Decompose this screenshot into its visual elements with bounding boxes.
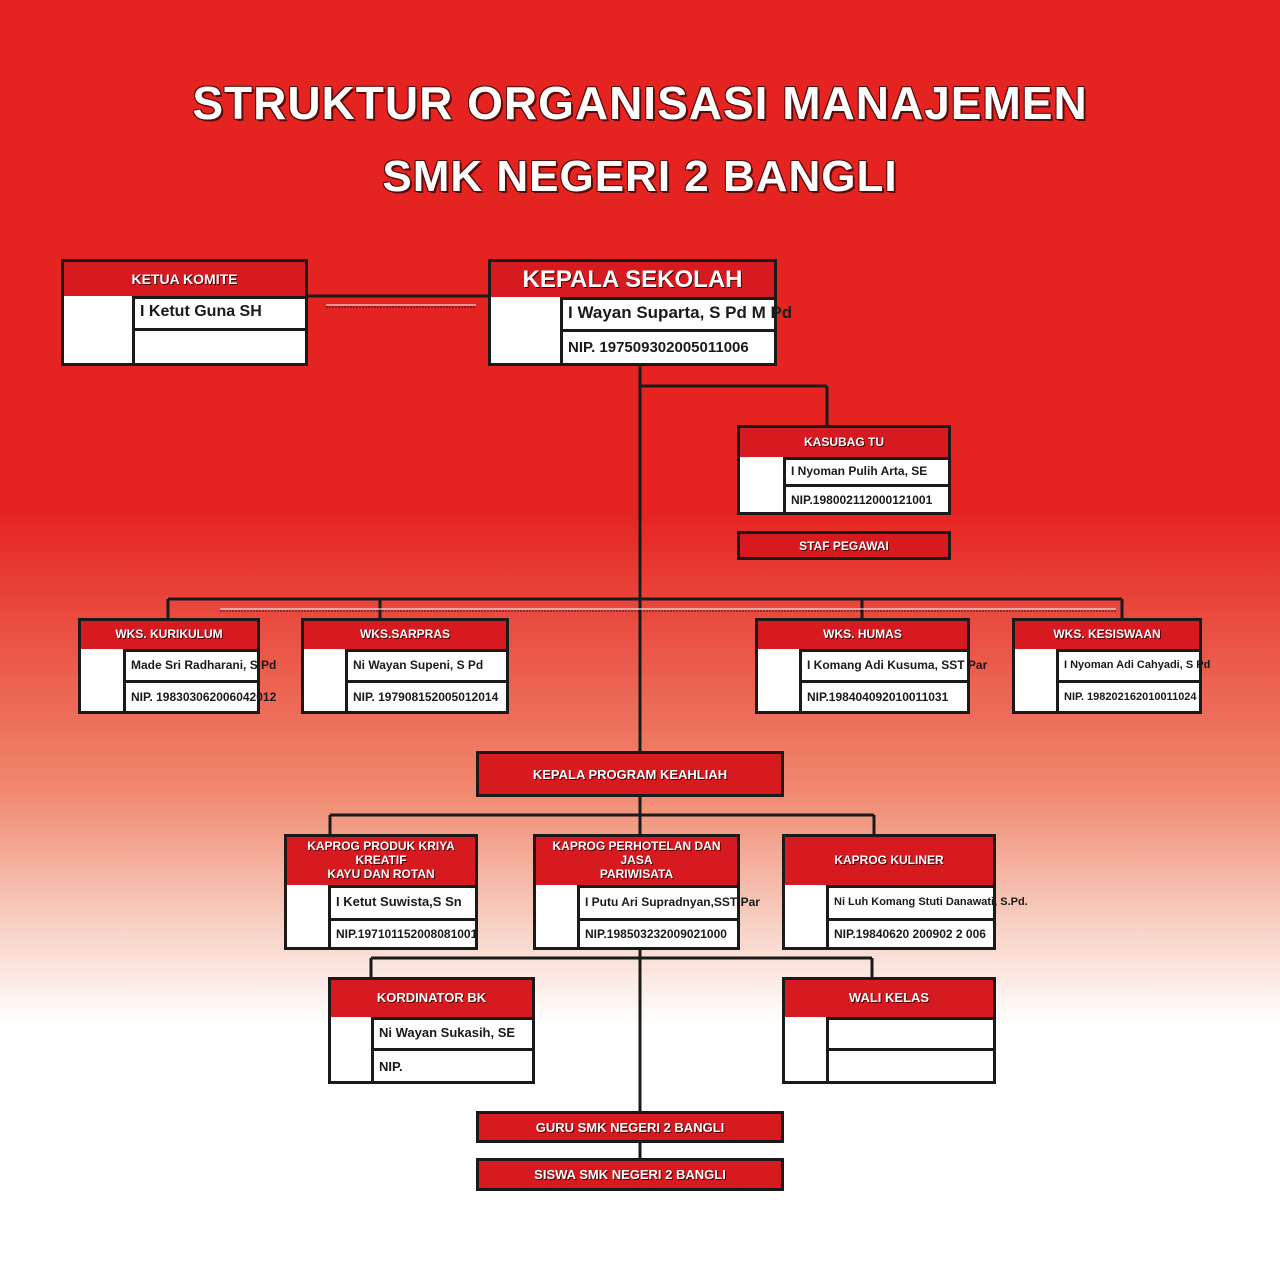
ketua-komite-title: KETUA KOMITE	[64, 262, 305, 299]
wali-kelas-name	[829, 1017, 993, 1051]
wks-sarpras-name: Ni Wayan Supeni, S Pd	[348, 649, 506, 683]
kepala-program-bar: KEPALA PROGRAM KEAHLIAH	[476, 751, 784, 797]
wali-kelas-photo	[785, 1017, 829, 1081]
kaprog-perhotelan-photo	[536, 885, 580, 947]
kaprog-kriya-photo	[287, 885, 331, 947]
kordinator-bk-nip: NIP.	[379, 1058, 403, 1074]
wali-kelas-title: WALI KELAS	[785, 980, 993, 1020]
kaprog-kriya-title: KAPROG PRODUK KRIYA KREATIF KAYU DAN ROT…	[287, 837, 475, 888]
wks-kurikulum-name: Made Sri Radharani, S Pd	[126, 649, 276, 683]
kaprog-kuliner-title: KAPROG KULINER	[785, 837, 993, 888]
kaprog-kuliner-card: KAPROG KULINER Ni Luh Komang Stuti Danaw…	[782, 834, 1028, 950]
wks-sarpras-nip: NIP. 197908152005012014	[353, 690, 499, 704]
kasubag-tu-photo	[740, 457, 786, 512]
kordinator-bk-photo	[331, 1017, 374, 1081]
kaprog-perhotelan-title-line2: PARIWISATA	[599, 866, 674, 881]
kaprog-kriya-title-line2: KAYU DAN ROTAN	[327, 866, 435, 881]
kaprog-perhotelan-card: KAPROG PERHOTELAN DAN JASA PARIWISATA I …	[533, 834, 760, 950]
wks-sarpras-photo	[304, 649, 348, 711]
kasubag-tu-name: I Nyoman Pulih Arta, SE	[786, 457, 948, 487]
wks-sarpras-card: WKS.SARPRAS Ni Wayan Supeni, S Pd NIP. 1…	[301, 618, 509, 714]
kordinator-bk-name: Ni Wayan Sukasih, SE	[374, 1017, 532, 1051]
kaprog-kuliner-title-line1: KAPROG KULINER	[834, 853, 944, 868]
wks-humas-nip: NIP.198404092010011031	[807, 690, 949, 704]
kasubag-tu-nip: NIP.198002112000121001	[791, 492, 933, 507]
wks-humas-photo	[758, 649, 802, 711]
ketua-komite-name: I Ketut Guna SH	[135, 296, 305, 331]
kepala-sekolah-name: I Wayan Suparta, S Pd M Pd	[563, 297, 792, 332]
kaprog-kriya-name: I Ketut Suwista,S Sn	[331, 885, 475, 921]
kaprog-kriya-title-line1: KAPROG PRODUK KRIYA KREATIF	[307, 839, 455, 868]
kordinator-bk-card: KORDINATOR BK Ni Wayan Sukasih, SE NIP.	[328, 977, 535, 1084]
guru-bar: GURU SMK NEGERI 2 BANGLI	[476, 1111, 784, 1143]
wks-humas-card: WKS. HUMAS I Komang Adi Kusuma, SST Par …	[755, 618, 987, 714]
wks-kesiswaan-title: WKS. KESISWAAN	[1015, 621, 1199, 652]
wks-kesiswaan-nip: NIP. 198202162010011024	[1064, 691, 1197, 703]
staf-pegawai-bar: STAF PEGAWAI	[737, 531, 951, 560]
siswa-bar: SISWA SMK NEGERI 2 BANGLI	[476, 1158, 784, 1191]
wks-kesiswaan-card: WKS. KESISWAAN I Nyoman Adi Cahyadi, S P…	[1012, 618, 1210, 714]
kasubag-tu-title: KASUBAG TU	[740, 428, 948, 460]
ketua-komite-card: KETUA KOMITE I Ketut Guna SH	[61, 259, 308, 366]
wks-kurikulum-title: WKS. KURIKULUM	[81, 621, 257, 652]
kepala-sekolah-title: KEPALA SEKOLAH	[491, 262, 774, 300]
wks-sarpras-title: WKS.SARPRAS	[304, 621, 506, 652]
wks-kurikulum-photo	[81, 649, 126, 711]
wali-kelas-nip	[829, 1051, 993, 1081]
kaprog-kriya-nip: NIP.197101152008081001	[336, 927, 478, 941]
kaprog-kriya-card: KAPROG PRODUK KRIYA KREATIF KAYU DAN ROT…	[284, 834, 478, 950]
ketua-komite-photo	[64, 296, 135, 363]
kaprog-kuliner-name: Ni Luh Komang Stuti Danawati, S.Pd.	[829, 885, 1028, 921]
wks-kesiswaan-name: I Nyoman Adi Cahyadi, S Pd	[1059, 649, 1210, 683]
kasubag-tu-card: KASUBAG TU I Nyoman Pulih Arta, SE NIP.1…	[737, 425, 951, 515]
kaprog-perhotelan-nip: NIP.198503232009021000	[585, 927, 727, 941]
kaprog-kuliner-nip: NIP.19840620 200902 2 006	[834, 927, 986, 941]
kepala-sekolah-nip: NIP. 197509302005011006	[568, 339, 749, 356]
page-title-line2: SMK NEGERI 2 BANGLI	[382, 152, 898, 201]
kordinator-bk-title: KORDINATOR BK	[331, 980, 532, 1020]
kaprog-perhotelan-title-line1: KAPROG PERHOTELAN DAN JASA	[552, 839, 721, 868]
wali-kelas-card: WALI KELAS	[782, 977, 996, 1084]
wks-kurikulum-card: WKS. KURIKULUM Made Sri Radharani, S Pd …	[78, 618, 277, 714]
wks-kurikulum-nip: NIP. 198303062006042012	[131, 690, 277, 704]
kaprog-kuliner-photo	[785, 885, 829, 947]
kepala-sekolah-card: KEPALA SEKOLAH I Wayan Suparta, S Pd M P…	[488, 259, 792, 366]
kaprog-perhotelan-name: I Putu Ari Supradnyan,SST Par	[580, 885, 760, 921]
kepala-sekolah-photo	[491, 297, 563, 363]
ketua-komite-nip	[135, 331, 305, 363]
wks-humas-title: WKS. HUMAS	[758, 621, 967, 652]
kaprog-perhotelan-title: KAPROG PERHOTELAN DAN JASA PARIWISATA	[536, 837, 737, 888]
wks-humas-name: I Komang Adi Kusuma, SST Par	[802, 649, 987, 683]
page-title-line1: STRUKTUR ORGANISASI MANAJEMEN	[192, 77, 1088, 129]
wks-kesiswaan-photo	[1015, 649, 1059, 711]
